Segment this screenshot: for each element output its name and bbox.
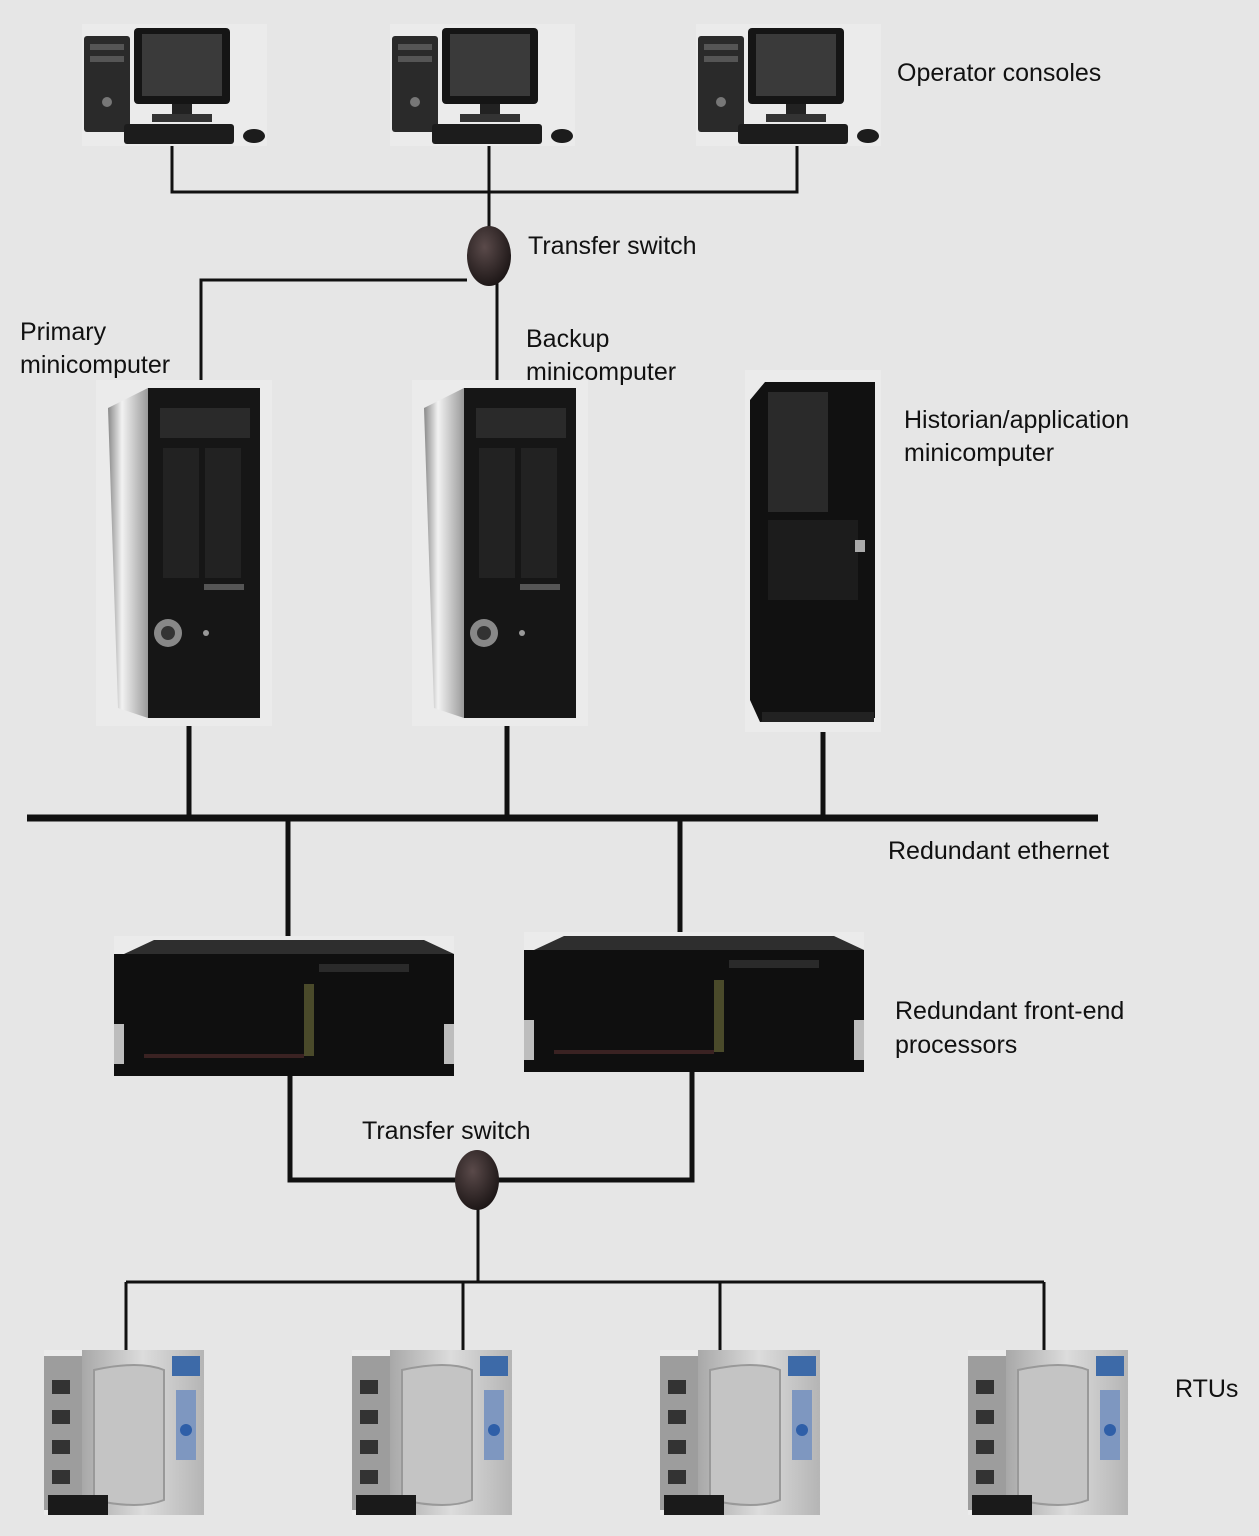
- rtus-label: RTUs: [1175, 1375, 1239, 1403]
- transfer-switch-bottom-label: Transfer switch: [362, 1117, 531, 1145]
- transfer-switch-bottom-icon: [455, 1150, 499, 1210]
- operator-console-1-icon: [82, 24, 267, 146]
- primary-minicomputer-label-2: minicomputer: [20, 351, 171, 379]
- operator-consoles-label: Operator consoles: [897, 59, 1102, 87]
- front-end-processor-1-icon: [114, 936, 454, 1076]
- front-end-processor-2-icon: [524, 932, 864, 1072]
- transfer-switch-top-label: Transfer switch: [528, 232, 697, 260]
- backup-minicomputer-label-1: Backup: [526, 325, 610, 353]
- rtu-2-icon: [351, 1349, 513, 1516]
- rtu-4-icon: [967, 1349, 1129, 1516]
- historian-minicomputer-label-2: minicomputer: [904, 439, 1055, 467]
- front-end-processors-label-2: processors: [895, 1031, 1018, 1059]
- historian-minicomputer-label-1: Historian/application: [904, 406, 1130, 434]
- redundant-ethernet-label: Redundant ethernet: [888, 837, 1110, 865]
- connection-lines: [27, 142, 1098, 1360]
- backup-minicomputer-icon: [412, 380, 588, 726]
- backup-minicomputer-label-2: minicomputer: [526, 358, 677, 386]
- primary-minicomputer-label-1: Primary: [20, 318, 107, 346]
- historian-server-icon: [745, 370, 881, 732]
- rtu-1-icon: [43, 1349, 205, 1516]
- operator-console-2-icon: [390, 24, 575, 146]
- primary-minicomputer-icon: [96, 380, 272, 726]
- operator-console-3-icon: [696, 24, 881, 146]
- rtu-3-icon: [659, 1349, 821, 1516]
- transfer-switch-top-icon: [467, 226, 511, 286]
- front-end-processors-label-1: Redundant front-end: [895, 997, 1125, 1025]
